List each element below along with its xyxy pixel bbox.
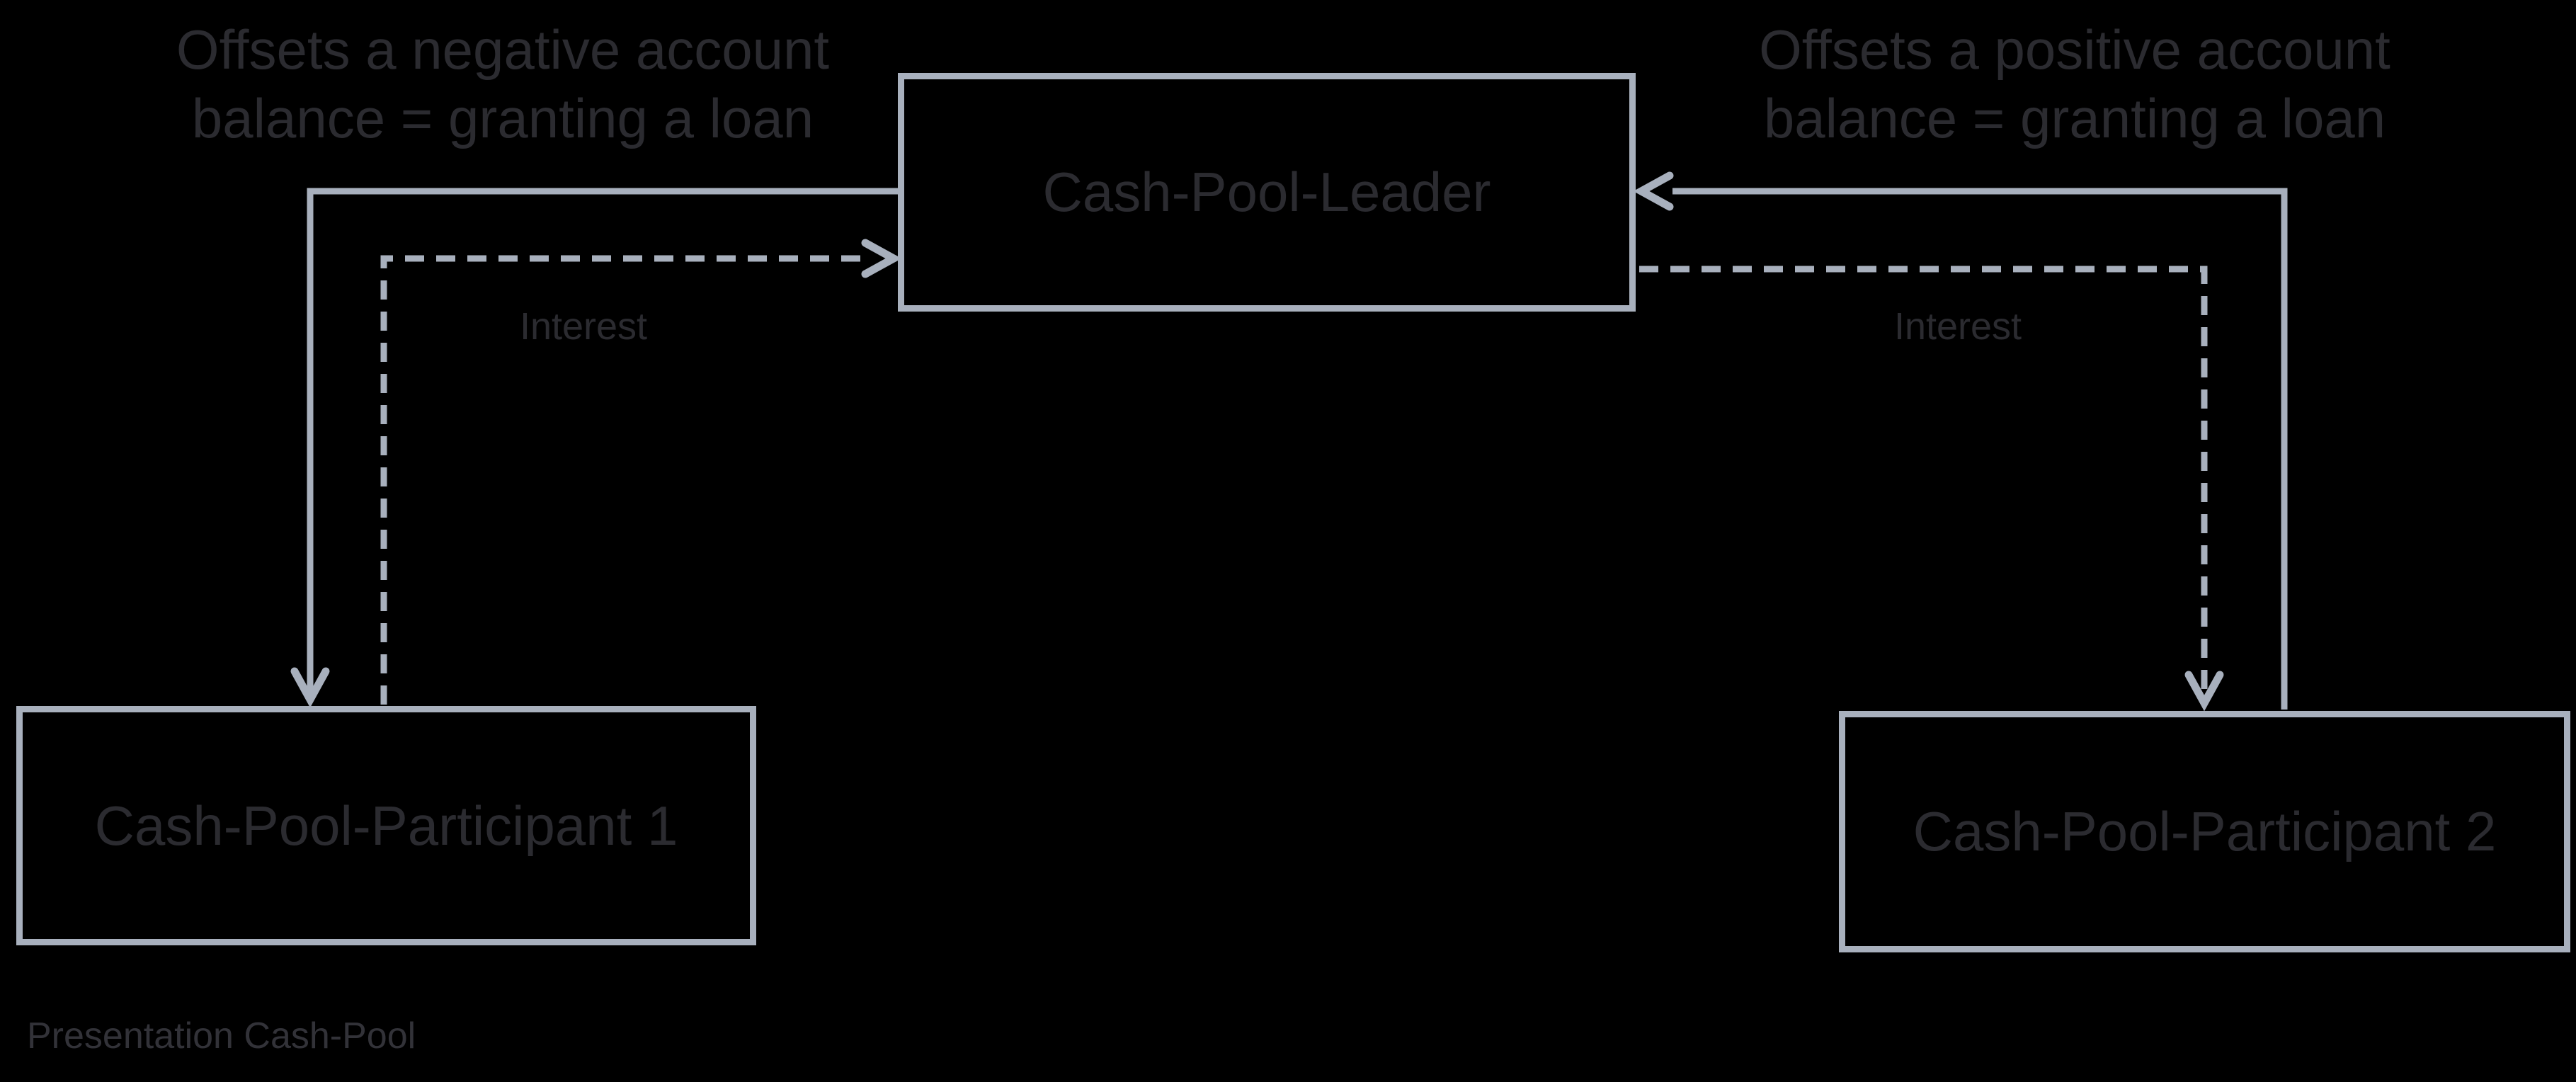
interest-label-right: Interest bbox=[1893, 305, 2022, 348]
interest-edge-left-line bbox=[380, 255, 870, 705]
node-cash-pool-leader: Cash-Pool-Leader bbox=[898, 73, 1636, 312]
loan-edge-right-line bbox=[1672, 188, 2288, 710]
interest-edge-right-line bbox=[1639, 266, 2208, 701]
node-cash-pool-participant-1-label: Cash-Pool-Participant 1 bbox=[94, 794, 678, 857]
arrowhead-left-icon bbox=[1633, 171, 1674, 211]
node-cash-pool-leader-label: Cash-Pool-Leader bbox=[1042, 161, 1491, 223]
loan-edge-right bbox=[1633, 171, 2288, 710]
loan-edge-left bbox=[290, 188, 898, 708]
interest-label-left: Interest bbox=[519, 305, 648, 348]
arrowhead-down-icon bbox=[290, 667, 330, 708]
interest-edge-left bbox=[380, 239, 902, 705]
annotation-left-line2: balance = granting a loan bbox=[191, 87, 814, 149]
annotation-right-line2: balance = granting a loan bbox=[1763, 87, 2386, 149]
node-cash-pool-participant-1: Cash-Pool-Participant 1 bbox=[16, 706, 756, 945]
annotation-left: Offsets a negative account balance = gra… bbox=[113, 16, 892, 153]
annotation-right: Offsets a positive account balance = gra… bbox=[1685, 16, 2464, 153]
annotation-right-line1: Offsets a positive account bbox=[1759, 18, 2390, 81]
arrowhead-right-icon bbox=[861, 239, 902, 278]
loan-edge-left-line bbox=[307, 188, 898, 697]
interest-edge-right bbox=[1639, 266, 2224, 712]
presentation-caption: Presentation Cash-Pool bbox=[27, 1015, 416, 1057]
arrowhead-down-icon bbox=[2184, 671, 2224, 712]
node-cash-pool-participant-2-label: Cash-Pool-Participant 2 bbox=[1913, 800, 2497, 862]
annotation-left-line1: Offsets a negative account bbox=[176, 18, 830, 81]
node-cash-pool-participant-2: Cash-Pool-Participant 2 bbox=[1839, 711, 2570, 952]
